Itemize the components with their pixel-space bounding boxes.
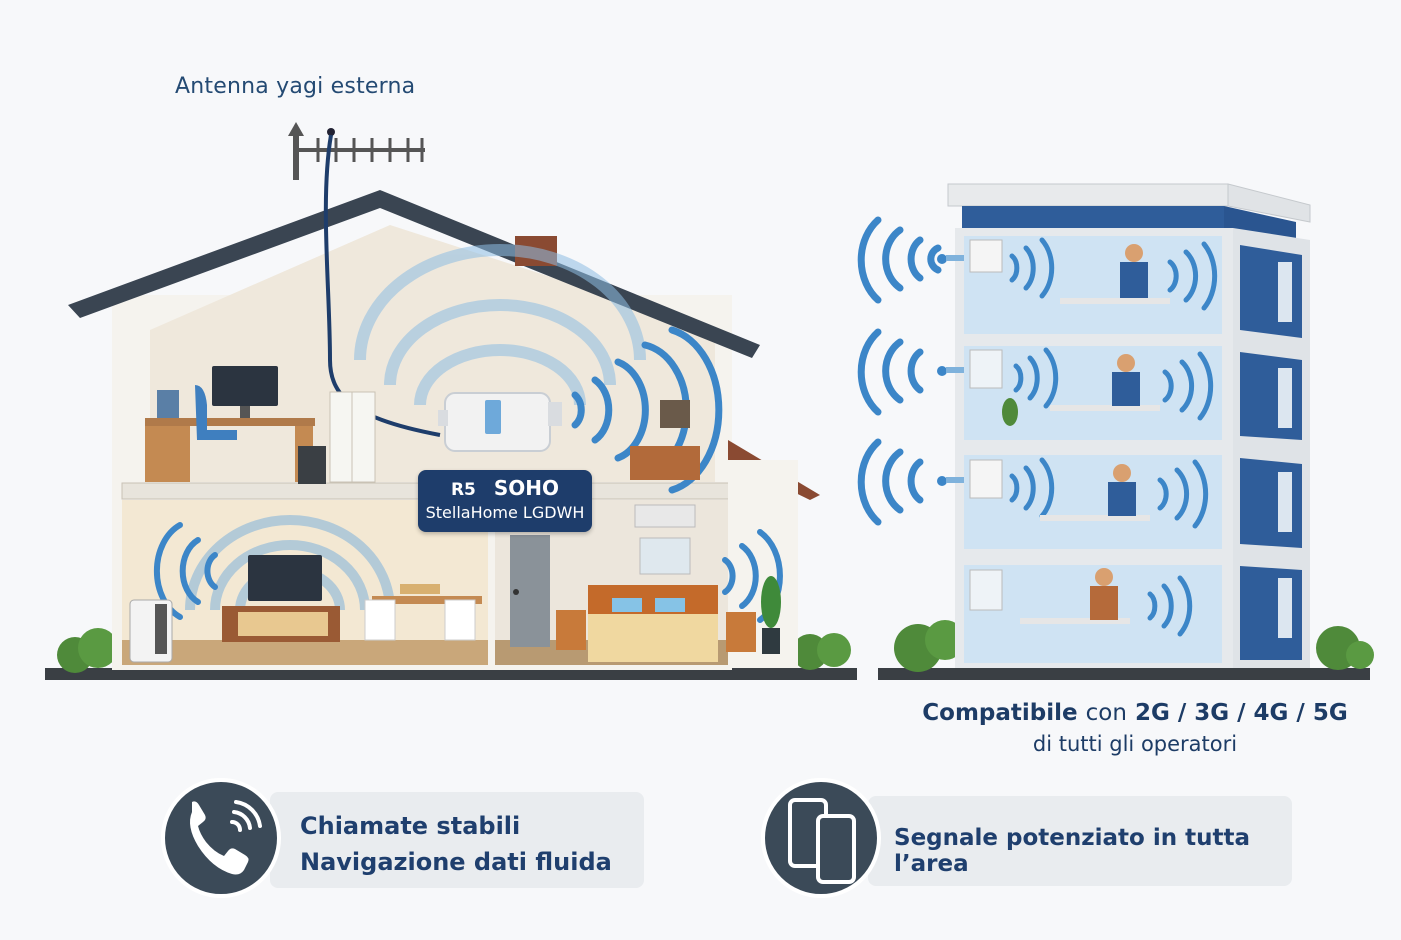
office-building bbox=[857, 183, 1374, 680]
house-ground bbox=[45, 668, 857, 680]
compatibility-line-2: di tutti gli operatori bbox=[1032, 732, 1238, 756]
compatibility-text: Compatibile con 2G / 3G / 4G / 5G di tut… bbox=[900, 700, 1370, 756]
yagi-antenna bbox=[288, 122, 425, 180]
smartphones-icon bbox=[761, 778, 881, 898]
antenna-label: Antenna yagi esterna bbox=[175, 74, 416, 99]
side-windows bbox=[1240, 245, 1302, 660]
office-workers bbox=[1002, 244, 1170, 624]
feature-calls-line-2: Navigazione dati fluida bbox=[300, 848, 612, 876]
upper-cabinet bbox=[329, 391, 376, 483]
dining-table bbox=[364, 584, 482, 641]
bedroom-window bbox=[634, 504, 696, 575]
building-ground bbox=[878, 668, 1370, 680]
compatibility-connector: con bbox=[1085, 700, 1127, 726]
floor-repeaters bbox=[969, 239, 1003, 611]
office-desk bbox=[145, 366, 326, 484]
badge-line: SOHO bbox=[493, 476, 560, 500]
compatibility-line-1: Compatibile con 2G / 3G / 4G / 5G bbox=[900, 700, 1370, 726]
device-badge: R5 SOHO StellaHome LGDWH bbox=[418, 470, 592, 532]
badge-model-code: R5 bbox=[450, 480, 476, 500]
feature-signal-line-1: Segnale potenziato in tutta l’area bbox=[894, 825, 1250, 877]
upper-room bbox=[150, 225, 715, 482]
air-purifier bbox=[129, 599, 173, 663]
repeater-device bbox=[438, 392, 562, 452]
interior-door bbox=[510, 535, 550, 647]
feature-calls-line-1: Chiamate stabili bbox=[300, 812, 521, 840]
floor-inner-waves bbox=[1009, 237, 1218, 637]
upper-signal-waves bbox=[354, 244, 646, 406]
outdoor-signal-waves bbox=[857, 216, 942, 526]
phone-call-icon bbox=[161, 778, 281, 898]
tv-unit bbox=[222, 555, 340, 642]
feature-calls: Chiamate stabili Navigazione dati fluida bbox=[270, 792, 644, 888]
bed bbox=[556, 585, 756, 662]
plant bbox=[761, 576, 781, 654]
bush-right bbox=[792, 633, 851, 670]
badge-title: R5 SOHO bbox=[418, 476, 592, 500]
house bbox=[45, 122, 857, 680]
living-floor bbox=[122, 640, 488, 665]
building-floors bbox=[955, 236, 1233, 663]
compatibility-networks: 2G / 3G / 4G / 5G bbox=[1134, 700, 1348, 726]
upper-chair bbox=[630, 400, 700, 480]
signal-dots bbox=[937, 254, 964, 486]
compatibility-prefix: Compatibile bbox=[922, 700, 1078, 726]
feature-signal: Segnale potenziato in tutta l’area bbox=[868, 796, 1292, 886]
badge-product: StellaHome LGDWH bbox=[425, 503, 585, 522]
bush-left bbox=[57, 628, 118, 673]
